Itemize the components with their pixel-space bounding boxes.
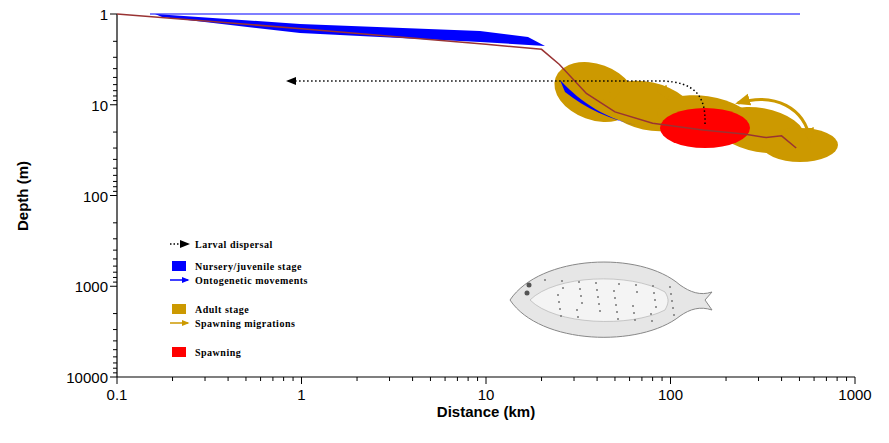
legend-line [170, 279, 188, 281]
tick-label: 1000 [75, 278, 108, 295]
legend-swatch [172, 261, 186, 271]
tick-label: 100 [658, 386, 683, 403]
tick-label: 1 [297, 386, 305, 403]
legend-line [170, 243, 188, 245]
axis-title: Distance (km) [437, 403, 535, 420]
legend-text: Adult stage [195, 304, 249, 315]
legend-text: Spawning migrations [195, 318, 295, 329]
seabed-line [117, 14, 796, 148]
tick-label: 1 [100, 6, 108, 23]
tick-label: 0.1 [107, 386, 128, 403]
adult-area [546, 51, 838, 162]
ontogenetic-line [150, 13, 800, 14]
axes [110, 14, 855, 384]
migration-arrow [612, 83, 668, 100]
tick-label: 1000 [838, 386, 871, 403]
legend-text: Nursery/juvenile stage [195, 261, 302, 272]
legend-line [170, 322, 188, 324]
legend-text: Spawning [195, 347, 241, 358]
legend-swatch [172, 347, 186, 357]
legend-swatch [172, 304, 186, 314]
legend-samples [170, 244, 188, 323]
tick-label: 10000 [66, 369, 108, 386]
nursery-band [155, 14, 545, 46]
legend-text: Ontogenetic movements [195, 275, 308, 286]
tick-label: 10 [91, 96, 108, 113]
tick-label: 10 [478, 386, 495, 403]
migration-arrow [738, 100, 810, 140]
legend-text: Larval dispersal [195, 239, 273, 250]
spawning-area [660, 108, 750, 148]
larval-dispersal-arrow [288, 81, 705, 124]
flatfish-illustration [510, 262, 712, 337]
tick-label: 100 [83, 187, 108, 204]
axis-title: Depth (m) [14, 161, 31, 231]
